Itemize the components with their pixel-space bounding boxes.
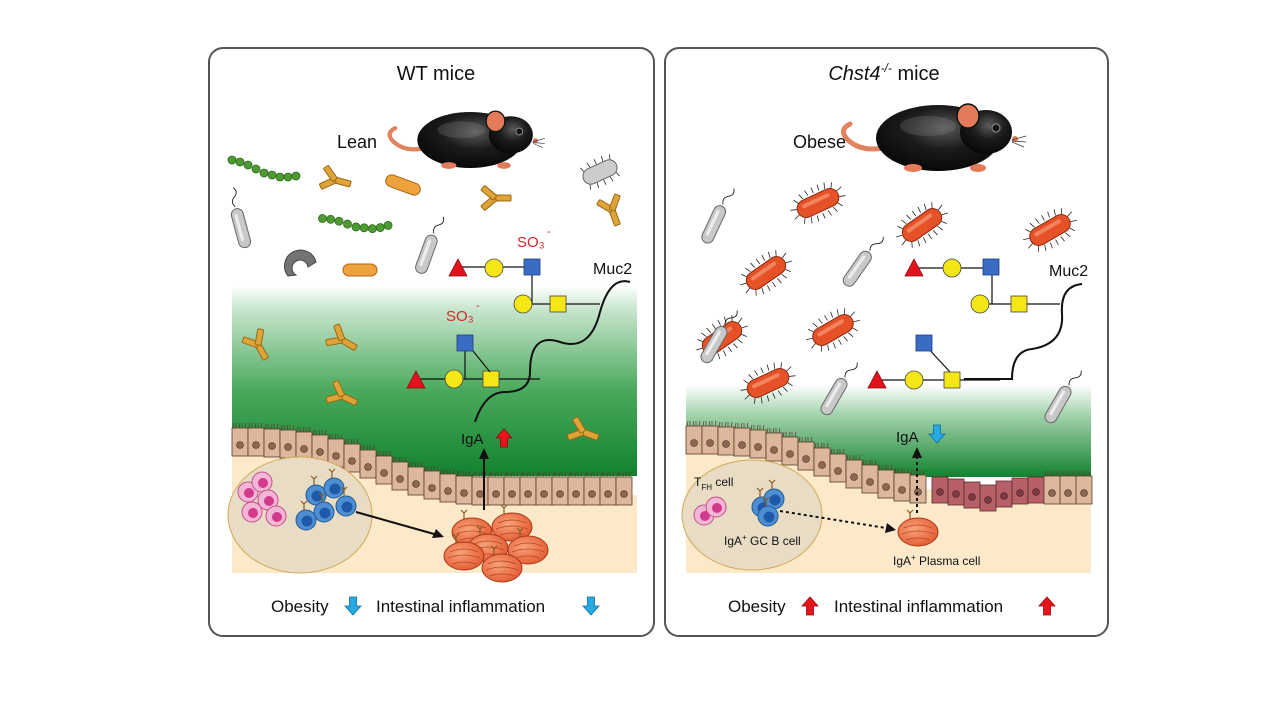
- wt-muc2-label: Muc2: [593, 261, 632, 278]
- wt-sulfate-label-bottom: SO₃: [446, 308, 474, 325]
- wt-sulfate-label-top: SO₃: [517, 234, 545, 251]
- wt-sulfate-charge-bottom: -: [476, 300, 480, 312]
- ko-inflammation-label: Intestinal inflammation: [834, 597, 1003, 616]
- ko-tfh-label: TFH cell: [694, 475, 733, 492]
- wt-inflammation-label: Intestinal inflammation: [376, 597, 545, 616]
- ko-tfh-label-rest: cell: [712, 475, 733, 489]
- ko-title-superscript: -/-: [881, 61, 892, 75]
- ko-panel-title: Chst4-/- mice: [828, 61, 939, 85]
- ko-panel: Chst4-/- mice Obese: [664, 47, 1109, 637]
- wt-mouse-label: Lean: [337, 132, 377, 152]
- ko-plasma-label-prefix: IgA: [893, 554, 911, 568]
- wt-lumen-microbes: [224, 154, 630, 277]
- ko-mouse-label: Obese: [793, 132, 846, 152]
- ko-gcb-label-rest: GC B cell: [747, 534, 801, 548]
- wt-sulfate-labels: SO₃ - SO₃ -: [446, 226, 551, 325]
- ko-plasma-label-rest: Plasma cell: [916, 554, 981, 568]
- ko-muc2-label: Muc2: [1049, 263, 1088, 280]
- wt-muc2-glycans: [406, 258, 631, 423]
- wt-sulfate-charge-top: -: [547, 226, 551, 238]
- ko-gcb-label: IgA+ GC B cell: [724, 533, 801, 548]
- ko-plasma-label-sup: +: [911, 553, 916, 562]
- ko-title-gene: Chst4: [828, 63, 880, 85]
- wt-iga-label: IgA: [461, 431, 484, 448]
- ko-plasma-label: IgA+ Plasma cell: [893, 553, 980, 568]
- ko-title-suffix: mice: [892, 63, 940, 85]
- ko-tfh-label-sub: FH: [701, 483, 712, 492]
- ko-gcb-label-prefix: IgA: [724, 534, 742, 548]
- wt-panel: WT mice Lean: [208, 47, 655, 637]
- ko-muc2-glycans: [867, 258, 1083, 390]
- wt-obesity-label: Obesity: [271, 597, 329, 616]
- ko-germinal-center: [681, 459, 823, 571]
- ko-gcb-label-sup: +: [742, 533, 747, 542]
- ko-iga-label: IgA: [896, 429, 919, 446]
- wt-panel-title: WT mice: [397, 63, 476, 85]
- ko-tfh-label-main: T: [694, 475, 702, 489]
- ko-obesity-label: Obesity: [728, 597, 786, 616]
- wt-migration-arrow: [355, 511, 435, 535]
